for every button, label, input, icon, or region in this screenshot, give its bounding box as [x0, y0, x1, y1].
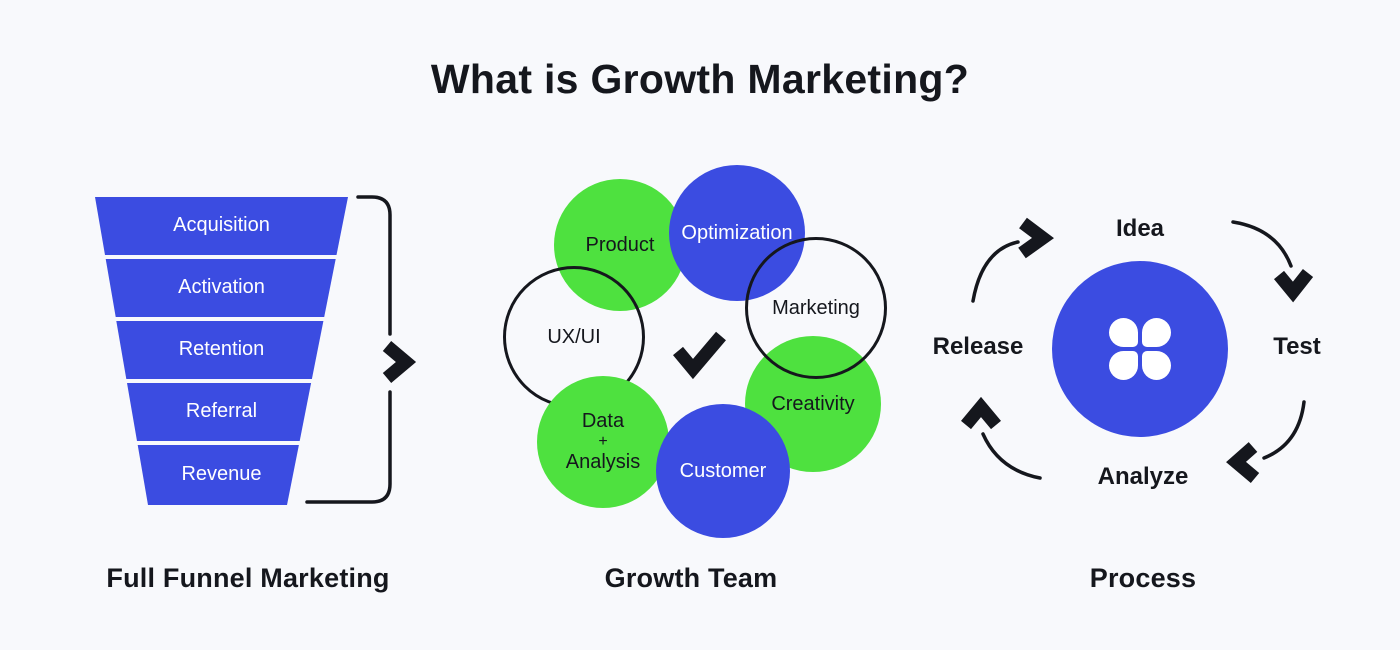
funnel-stage-label: Acquisition	[173, 214, 270, 236]
arrow-up-icon	[961, 396, 1042, 480]
section-caption-team: Growth Team	[604, 563, 778, 593]
team-circle-label: Creativity	[771, 392, 855, 415]
team-circle-label: Product	[585, 233, 655, 256]
arrow-down-left-icon	[1226, 400, 1306, 483]
page-title: What is Growth Marketing?	[430, 56, 970, 102]
flower-petal	[1142, 318, 1171, 347]
section-caption-process: Process	[1089, 563, 1197, 593]
plus-line: +	[598, 433, 608, 450]
team-circle-label: UX/UI	[547, 325, 601, 348]
team-circle-marketing: Marketing	[745, 237, 887, 379]
checkmark-icon	[673, 331, 726, 380]
analysis-line: Analysis	[565, 451, 641, 473]
process-step-release: Release	[932, 333, 1024, 360]
team-circle-label: Data + Analysis	[566, 410, 640, 474]
team-circle-label: Marketing	[772, 296, 860, 319]
flower-petal	[1142, 351, 1171, 380]
process-step-idea: Idea	[1115, 215, 1165, 242]
team-circle-data-analysis: Data + Analysis	[537, 376, 669, 508]
arrow-up-right-icon	[971, 217, 1055, 303]
section-caption-funnel: Full Funnel Marketing	[106, 563, 390, 593]
team-circle-label: Optimization	[681, 221, 793, 244]
funnel-stage-label: Referral	[185, 400, 258, 422]
team-circle-label: Customer	[679, 459, 767, 482]
funnel-stage-label: Activation	[178, 276, 265, 298]
flower-petal	[1109, 318, 1138, 347]
process-step-test: Test	[1273, 333, 1321, 360]
arrow-down-icon	[1231, 220, 1314, 303]
funnel-stage-label: Revenue	[181, 463, 262, 485]
process-center-circle	[1052, 261, 1228, 437]
flower-petal	[1109, 351, 1138, 380]
data-line: Data	[581, 410, 625, 432]
team-circle-customer: Customer	[656, 404, 790, 538]
flower-icon	[1109, 318, 1171, 380]
chevron-right-icon	[382, 341, 417, 383]
process-step-analyze: Analyze	[1097, 463, 1189, 490]
bracket-top	[356, 195, 392, 336]
funnel-stage-label: Retention	[178, 338, 265, 360]
